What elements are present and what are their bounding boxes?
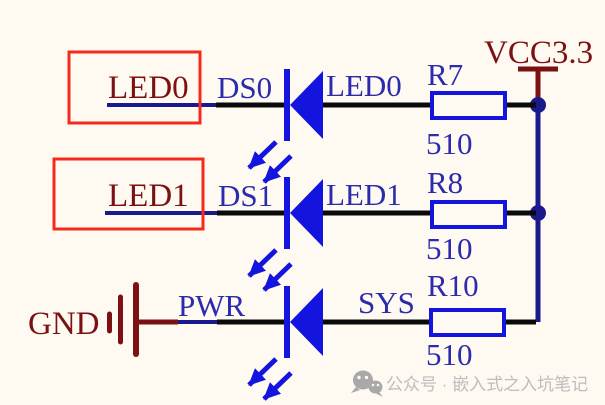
highlight-box-led1 — [52, 157, 205, 231]
led-ds1-light-arrow-icon — [262, 262, 293, 292]
net-label-led1: LED1 — [326, 177, 402, 212]
led-ds0-light-arrow-icon — [247, 140, 278, 170]
refdes-ds1: DS1 — [218, 178, 273, 213]
highlight-box-led0 — [67, 50, 202, 125]
led-ds0-triangle-icon — [290, 71, 323, 139]
net-label-pwr: PWR — [178, 288, 246, 323]
resistor-r10-ref: R10 — [427, 268, 479, 303]
gnd-label: GND — [28, 306, 100, 342]
net-label-led0: LED0 — [326, 68, 402, 103]
led-ds1-triangle-icon — [290, 179, 323, 247]
led-pwr-light-arrow-icon — [247, 357, 278, 387]
led-ds1-cathode-bar-icon — [284, 177, 290, 249]
led-ds0-cathode-bar-icon — [284, 69, 290, 141]
vcc-net-label: VCC3.3 — [484, 35, 593, 71]
led-pwr-light-arrow-icon — [262, 371, 293, 401]
led1-circuit-row: LED1 DS1 LED1 R8 510 — [52, 157, 536, 292]
junction-dot-1 — [530, 97, 546, 113]
watermark-text: 公众号 · 嵌入式之入坑笔记 — [386, 375, 588, 394]
resistor-r8-body — [430, 200, 507, 229]
refdes-ds0: DS0 — [217, 70, 272, 105]
junction-dot-2 — [530, 205, 546, 221]
resistor-r7-ref: R7 — [427, 57, 463, 92]
vcc-rail: VCC3.3 — [484, 35, 593, 322]
resistor-r8-value: 510 — [426, 231, 473, 266]
resistor-r10-body — [429, 308, 506, 337]
led0-circuit-row: LED0 DS0 LED0 R7 510 — [67, 50, 536, 184]
watermark: 公众号 · 嵌入式之入坑笔记 — [351, 370, 588, 397]
port-label-led1: LED1 — [108, 178, 189, 214]
pwr-circuit-row: GND PWR SYS R10 510 — [28, 268, 536, 401]
resistor-r10-value: 510 — [426, 337, 473, 372]
wechat-icon — [351, 370, 383, 397]
resistor-r7-body — [430, 91, 507, 120]
port-label-led0: LED0 — [108, 70, 189, 106]
led-ds1-light-arrow-icon — [247, 248, 278, 278]
net-label-sys: SYS — [358, 285, 415, 320]
led-pwr-cathode-bar-icon — [284, 286, 290, 358]
led-ds0-light-arrow-icon — [262, 154, 293, 184]
resistor-r8-ref: R8 — [427, 165, 463, 200]
led-pwr-triangle-icon — [290, 288, 323, 356]
resistor-r7-value: 510 — [426, 126, 473, 161]
